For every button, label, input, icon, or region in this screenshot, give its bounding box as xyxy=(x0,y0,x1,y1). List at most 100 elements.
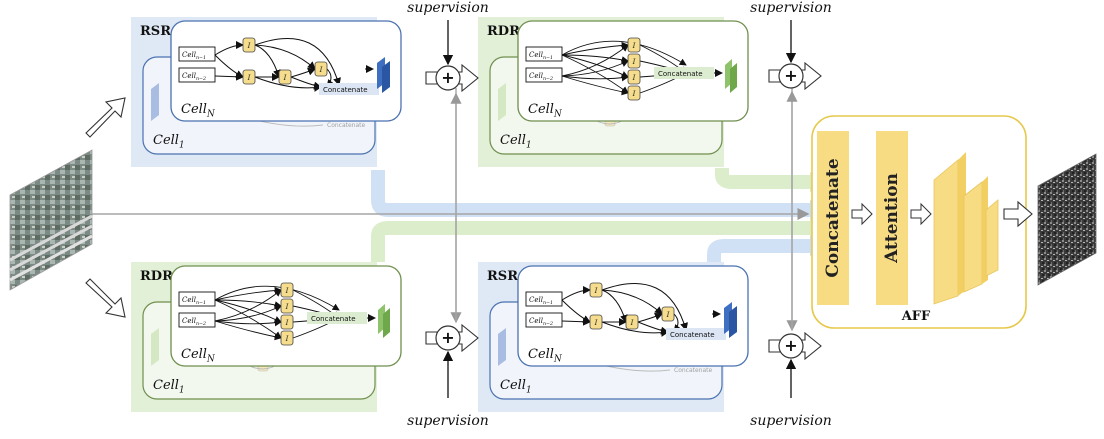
input-cell-label-sub: n−1 xyxy=(543,55,553,61)
input-cell-label-main: Cell xyxy=(182,72,196,80)
output-feature-map xyxy=(382,61,390,93)
input-cell-box xyxy=(525,312,563,328)
intermediate-node xyxy=(627,69,641,85)
output-feature-map xyxy=(730,63,737,93)
intermediate-node-label: I xyxy=(247,74,251,82)
cell-n-label: CellN xyxy=(528,102,562,120)
intermediate-node-label: I xyxy=(632,58,636,66)
aff-block: Concatenate Attention AFF xyxy=(811,115,1027,329)
module-title: RDR xyxy=(140,269,173,284)
input-image xyxy=(9,149,93,291)
intermediate-node-label: I xyxy=(319,66,323,74)
cell-n-label-sub: N xyxy=(553,355,562,365)
cell-edge xyxy=(561,54,629,64)
intermediate-node-label: I xyxy=(632,90,636,98)
faint-concatenate: Concatenate xyxy=(327,122,366,129)
cell-edge xyxy=(601,289,663,315)
cell-1-label-sub: 1 xyxy=(526,141,532,151)
concatenate-box xyxy=(666,328,726,340)
input-cell-label: Celln−2 xyxy=(182,72,206,82)
cell-n-label-main: Cell xyxy=(181,347,207,362)
junction-bottom-left-supervision-label: supervision xyxy=(407,413,489,429)
input-cell-label: Celln−1 xyxy=(182,51,206,61)
cell-edge xyxy=(561,286,591,301)
cell-edge xyxy=(214,319,282,327)
input-cell-box xyxy=(178,312,216,328)
intermediate-node-label: I xyxy=(285,319,289,327)
intermediate-node-label: I xyxy=(630,319,634,327)
input-arrow-up xyxy=(85,97,126,138)
cell-edge xyxy=(561,74,629,82)
rdr-module-bottom-left: RDRCell1CellNCelln−1Celln−2IIIIConcatena… xyxy=(131,262,402,412)
cell-edge xyxy=(254,44,316,70)
cell-n-label-sub: N xyxy=(553,110,562,120)
intermediate-node-label: I xyxy=(247,42,251,50)
intermediate-node xyxy=(314,61,328,77)
cell-1-label-main: Cell xyxy=(153,378,179,393)
intermediate-node xyxy=(280,298,294,314)
faint-concatenate: Concatenate xyxy=(674,367,713,374)
junction-bottom-left-circle xyxy=(435,325,461,351)
module-title: RDR xyxy=(487,24,520,39)
flow-band-rdr-top xyxy=(715,168,815,189)
intermediate-node-label: I xyxy=(285,303,289,311)
junction-top-right-circle xyxy=(778,63,804,89)
cell-edge xyxy=(601,289,628,323)
cell-edge xyxy=(561,317,591,326)
cell-edge xyxy=(214,285,340,311)
cell-n-label-main: Cell xyxy=(181,102,207,117)
cell-n-label-sub: N xyxy=(206,355,215,365)
cell-1-label-main: Cell xyxy=(500,133,526,148)
aff-output-arrow xyxy=(1003,200,1033,228)
rdr-module-top-right: RDRCell1CellNCelln−1Celln−2IIIIConcatena… xyxy=(478,17,749,167)
junction-bottom-right-plus: + xyxy=(784,336,797,355)
input-cell-label-sub: n−2 xyxy=(543,76,553,82)
feature-flow-bands xyxy=(371,168,828,262)
aff-arrow-1 xyxy=(851,202,873,226)
faint-feature-map xyxy=(151,328,159,366)
intermediate-node-label: I xyxy=(283,74,287,82)
cell-1-label: Cell1 xyxy=(153,133,185,151)
intermediate-node xyxy=(661,306,675,322)
input-cell-label-main: Cell xyxy=(529,51,543,59)
aff-attention-label: Attention xyxy=(882,173,902,264)
cell-edge xyxy=(214,41,244,56)
input-cell-box xyxy=(178,67,216,83)
intermediate-node xyxy=(627,85,641,101)
concatenate-label: Concatenate xyxy=(323,86,368,94)
cell-n-label-sub: N xyxy=(206,110,215,120)
cell-edge xyxy=(214,299,282,309)
input-cell-box xyxy=(525,46,563,62)
cell-n-label-main: Cell xyxy=(528,347,554,362)
junction-top-right-supervision-label: supervision xyxy=(750,0,832,16)
cell-edge xyxy=(290,67,316,78)
concatenate-box xyxy=(319,83,379,95)
intermediate-node xyxy=(280,314,294,330)
input-cell-label-main: Cell xyxy=(182,51,196,59)
input-cell-label-sub: n−2 xyxy=(196,321,206,327)
cell-edge xyxy=(561,40,687,66)
cell-n-label: CellN xyxy=(528,347,562,365)
junction-top-right-plus: + xyxy=(784,66,797,85)
fusion-junctions: +supervision+supervision+supervision+sup… xyxy=(407,0,832,429)
concatenate-label: Concatenate xyxy=(670,331,715,339)
aff-concatenate-bar xyxy=(817,131,849,305)
input-cell-label-sub: n−1 xyxy=(196,55,206,61)
input-cell-label-main: Cell xyxy=(182,296,196,304)
cell-1-label: Cell1 xyxy=(500,133,532,151)
input-cell-label: Celln−2 xyxy=(182,317,206,327)
intermediate-node xyxy=(242,69,256,85)
aff-concatenate-label: Concatenate xyxy=(823,158,843,277)
input-cell-label-sub: n−2 xyxy=(196,76,206,82)
cell-edge xyxy=(214,72,244,81)
flow-band-rsr-bottom xyxy=(707,239,815,262)
intermediate-node-label: I xyxy=(594,287,598,295)
aff-decoder-stack xyxy=(933,152,999,305)
intermediate-node-label: I xyxy=(285,335,289,343)
intermediate-node-label: I xyxy=(666,311,670,319)
cell-1-label-sub: 1 xyxy=(179,386,185,396)
cell-edge xyxy=(601,283,688,331)
input-cell-label-main: Cell xyxy=(182,317,196,325)
input-cell-box xyxy=(525,67,563,83)
